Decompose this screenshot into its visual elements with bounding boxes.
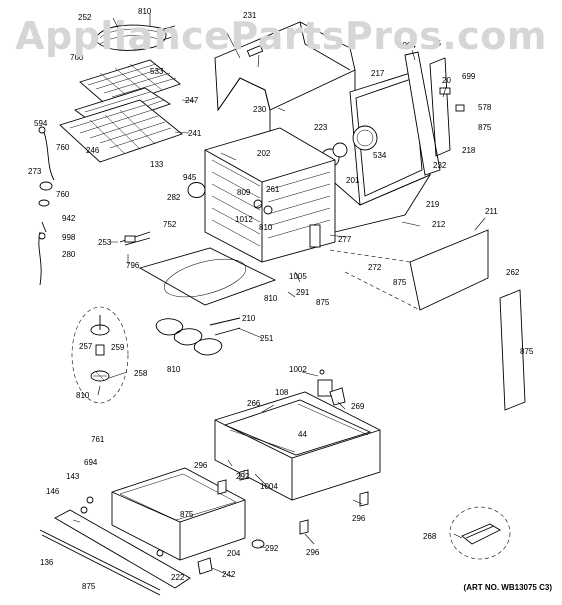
label-280: 280 (62, 250, 76, 259)
label-246: 246 (86, 146, 100, 155)
label-760: 760 (56, 190, 70, 199)
label-1005: 1005 (289, 272, 307, 281)
label-212: 212 (432, 220, 446, 229)
label-222: 222 (171, 573, 185, 582)
label-296: 296 (352, 514, 366, 523)
label-296: 296 (306, 548, 320, 557)
drawer-front (39, 509, 191, 596)
broil-element (94, 14, 177, 51)
label-875: 875 (316, 298, 330, 307)
drawer-frame (214, 369, 381, 501)
label-204: 204 (227, 549, 241, 558)
oven-cavity (187, 127, 336, 263)
label-210: 210 (242, 314, 256, 323)
label-136: 136 (40, 558, 54, 567)
side-panel (329, 229, 526, 411)
label-282: 282 (167, 193, 181, 202)
art-number: (ART NO. WB13075 C3) (463, 583, 552, 592)
label-218: 218 (462, 146, 476, 155)
small-hardware (80, 469, 369, 575)
label-1004: 1004 (398, 41, 416, 50)
label-875: 875 (393, 278, 407, 287)
label-810: 810 (76, 391, 90, 400)
label-269: 269 (351, 402, 365, 411)
storage-drawer (111, 467, 246, 561)
label-242: 242 (222, 570, 236, 579)
label-241: 241 (188, 129, 202, 138)
label-291: 291 (296, 288, 310, 297)
label-143: 143 (66, 472, 80, 481)
label-810: 810 (264, 294, 278, 303)
label-252: 252 (78, 13, 92, 22)
leader-lines (72, 32, 486, 578)
label-810: 810 (167, 365, 181, 374)
label-202: 202 (257, 149, 271, 158)
label-223: 223 (314, 123, 328, 132)
label-146: 146 (46, 487, 60, 496)
label-217: 217 (371, 69, 385, 78)
label-292: 292 (236, 472, 250, 481)
label-211: 211 (485, 207, 498, 216)
label-796: 796 (126, 261, 140, 270)
label-258: 258 (134, 369, 148, 378)
label-1004: 1004 (260, 482, 278, 491)
label-201: 201 (346, 176, 360, 185)
label-809: 809 (237, 188, 251, 197)
label-534: 534 (373, 151, 387, 160)
oven-racks (59, 59, 183, 163)
label-942: 942 (62, 214, 76, 223)
label-945: 945 (183, 173, 197, 182)
label-20: 20 (442, 76, 451, 85)
label-247: 247 (185, 96, 199, 105)
label-810: 810 (259, 223, 273, 232)
label-875: 875 (180, 510, 194, 519)
label-261: 261 (266, 185, 280, 194)
drawer-slide-detail (449, 506, 511, 560)
outer-cabinet (214, 21, 356, 150)
label-760: 760 (70, 53, 84, 62)
part-labels: 252 810 231 1004 75 760 533 217 20 699 2… (28, 7, 534, 591)
label-219: 219 (426, 200, 440, 209)
label-760: 760 (56, 143, 70, 152)
label-533: 533 (150, 67, 164, 76)
label-272: 272 (368, 263, 382, 272)
label-761: 761 (91, 435, 105, 444)
label-875: 875 (520, 347, 534, 356)
label-296: 296 (194, 461, 208, 470)
label-259: 259 (111, 343, 125, 352)
label-268: 268 (423, 532, 437, 541)
label-108: 108 (275, 388, 289, 397)
label-998: 998 (62, 233, 76, 242)
back-panel (319, 51, 465, 233)
label-232: 232 (433, 161, 447, 170)
label-273: 273 (28, 167, 42, 176)
label-578: 578 (478, 103, 492, 112)
label-699: 699 (462, 72, 476, 81)
left-side-components (38, 126, 151, 286)
label-257: 257 (79, 342, 93, 351)
label-262: 262 (506, 268, 520, 277)
label-875: 875 (82, 582, 96, 591)
label-253: 253 (98, 238, 112, 247)
bake-element (138, 247, 277, 356)
label-75: 75 (432, 39, 441, 48)
label-1002: 1002 (289, 365, 307, 374)
label-230: 230 (253, 105, 267, 114)
label-251: 251 (260, 334, 274, 343)
label-1012: 1012 (235, 215, 253, 224)
surface-unit-detail (71, 306, 129, 404)
label-133: 133 (150, 160, 164, 169)
label-694: 694 (84, 458, 98, 467)
label-810: 810 (138, 7, 152, 16)
label-231: 231 (243, 11, 257, 20)
label-44: 44 (298, 430, 307, 439)
label-752: 752 (163, 220, 177, 229)
label-594: 594 (34, 119, 48, 128)
label-266: 266 (247, 399, 261, 408)
label-875: 875 (478, 123, 492, 132)
label-292: 292 (265, 544, 279, 553)
label-277: 277 (338, 235, 352, 244)
